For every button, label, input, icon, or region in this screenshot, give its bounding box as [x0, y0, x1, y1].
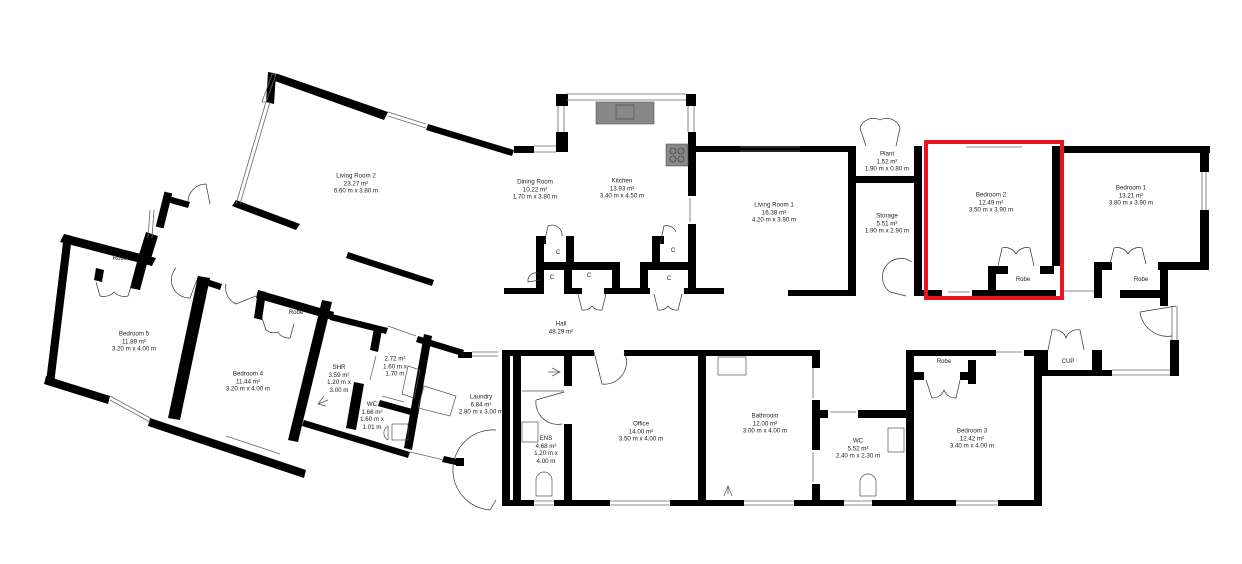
room-area: 6.84 m²	[470, 401, 492, 409]
room-dims: 1.20 m x	[534, 450, 558, 457]
room-name: Office	[632, 420, 650, 428]
room-area: 23.27 m²	[343, 180, 369, 188]
room-plant[interactable]: Plant 1.52 m² 1.90 m x 0.80 m	[865, 151, 909, 174]
room-area: 13.93 m²	[609, 185, 635, 193]
room-dims: 3.50 m x 3.90 m	[968, 206, 1014, 214]
room-area: 5.52 m²	[847, 445, 869, 453]
room-area: 14.00 m²	[628, 428, 654, 436]
closet-c-4: C	[670, 248, 676, 255]
closet-robe-bedroom-1: Robe	[1133, 277, 1149, 284]
closet-cup: CUP	[1061, 359, 1075, 366]
closet-c-3: C	[586, 273, 592, 280]
doors	[95, 117, 1177, 511]
room-area: 11.44 m²	[236, 378, 260, 386]
room-living-room-2[interactable]: Living Room 2 23.27 m² 6.60 m x 3.80 m	[334, 173, 378, 196]
room-area: 10.22 m²	[522, 186, 548, 194]
closet-robe-bedroom-4: Robe	[288, 310, 304, 317]
room-dims: 2.80 m x 3.00 m	[458, 408, 504, 416]
room-hall[interactable]: Hall 48.29 m²	[549, 320, 573, 335]
windows	[109, 73, 1207, 506]
room-dims: 1.60 m x	[383, 363, 407, 371]
room-dining-room[interactable]: Dining Room 10.22 m² 1.70 m x 3.80 m	[513, 179, 557, 202]
closet-c-2: C	[549, 275, 555, 282]
room-bedroom-5[interactable]: Bedroom 5 11.89 m² 3.20 m x 4.00 m	[112, 331, 156, 354]
room-dims-2: 1.70 m	[385, 370, 405, 378]
highlight-bedroom-2	[924, 140, 1064, 300]
room-dims-2: 3.00 m	[329, 386, 349, 394]
room-dims: 2.40 m x 2.30 m	[835, 452, 881, 460]
room-name: Bathroom	[751, 412, 779, 420]
room-dims-2: 1.01 m	[362, 423, 382, 431]
closet-robe-bedroom-5: Robe	[112, 256, 128, 263]
room-area: 3.59 m²	[328, 371, 350, 379]
room-area: 16.38 m²	[761, 209, 787, 217]
room-dims: 3.80 m x 3.90 m	[1108, 199, 1154, 207]
room-name: Living Room 1	[754, 201, 794, 209]
walls	[44, 72, 1210, 506]
room-dims: 1.20 m x	[327, 379, 351, 386]
room-laundry[interactable]: Laundry 6.84 m² 2.80 m x 3.00 m	[459, 394, 503, 417]
room-dims: 3.40 m x 4.50 m	[599, 192, 645, 200]
closet-robe-bedroom-3: Robe	[936, 359, 952, 366]
room-dims: 3.20 m x 4.00 m	[225, 385, 271, 393]
room-dims: 1.60 m x	[360, 416, 384, 423]
closet-robe-bedroom-2: Robe	[1015, 277, 1031, 284]
closet-c-5: C	[666, 276, 672, 283]
room-area: 2.72 m²	[384, 355, 406, 363]
room-name: Bedroom 2	[975, 191, 1007, 199]
room-dims: 1.70 m x 3.80 m	[512, 193, 558, 201]
room-bedroom-4[interactable]: Bedroom 4 11.44 m² 3.20 m x 4.00 m	[226, 371, 270, 394]
room-name: Bedroom 5	[118, 330, 150, 338]
room-area: 13.21 m²	[1118, 192, 1144, 200]
room-bedroom-2[interactable]: Bedroom 2 12.49 m² 3.50 m x 3.90 m	[969, 192, 1013, 215]
room-name: Hall	[555, 320, 567, 328]
room-dims: 6.60 m x 3.80 m	[333, 187, 379, 195]
room-dims: 3.50 m x 4.00 m	[618, 435, 664, 443]
room-area: 11.89 m²	[122, 338, 146, 346]
room-name: SHR	[332, 363, 346, 371]
room-area: 48.29 m²	[548, 328, 574, 335]
room-name: Plant	[879, 150, 895, 158]
fixtures	[317, 101, 905, 497]
room-area: 12.49 m²	[978, 199, 1004, 207]
room-bedroom-1[interactable]: Bedroom 1 13.21 m² 3.80 m x 3.90 m	[1109, 185, 1153, 208]
room-dims: 1.90 m x 2.90 m	[864, 227, 910, 235]
room-area: 4.68 m²	[535, 442, 557, 450]
room-dims: 4.20 m x 3.90 m	[751, 216, 797, 224]
room-wc-small[interactable]: WC 1.66 m² 1.60 m x 1.01 m	[360, 401, 384, 431]
room-area: 1.52 m²	[876, 158, 898, 166]
room-name: Storage	[876, 212, 898, 220]
room-dims: 3.40 m x 4.00 m	[949, 442, 995, 450]
room-name: Bedroom 3	[956, 427, 988, 435]
room-name: Kitchen	[611, 177, 633, 185]
room-living-room-1[interactable]: Living Room 1 16.38 m² 4.20 m x 3.90 m	[752, 202, 796, 225]
room-office[interactable]: Office 14.00 m² 3.50 m x 4.00 m	[619, 421, 663, 444]
room-name: Dining Room	[517, 178, 553, 186]
room-area: 12.00 m²	[752, 420, 778, 428]
room-name: Bedroom 4	[232, 370, 264, 378]
room-bathroom[interactable]: Bathroom 12.00 m² 3.00 m x 4.00 m	[743, 413, 787, 436]
room-area: 5.51 m²	[876, 220, 898, 228]
room-name: Bedroom 1	[1115, 184, 1147, 192]
room-name: Laundry	[469, 393, 493, 401]
room-dims: 3.20 m x 4.00 m	[111, 345, 157, 353]
room-bedroom-3[interactable]: Bedroom 3 12.42 m² 3.40 m x 4.00 m	[950, 428, 994, 451]
room-wc[interactable]: WC 5.52 m² 2.40 m x 2.30 m	[836, 438, 880, 461]
room-storage[interactable]: Storage 5.51 m² 1.90 m x 2.90 m	[865, 213, 909, 236]
room-dims: 3.00 m x 4.00 m	[742, 427, 788, 435]
room-area: 12.42 m²	[959, 435, 985, 443]
room-ens[interactable]: ENS 4.68 m² 1.20 m x 4.00 m	[534, 435, 558, 465]
room-area: 1.66 m²	[361, 408, 383, 416]
room-dims: 1.90 m x 0.80 m	[864, 165, 910, 173]
room-shr[interactable]: SHR 3.59 m² 1.20 m x 3.00 m	[327, 364, 351, 394]
room-name: ENS	[539, 434, 553, 442]
room-unnamed-272[interactable]: 2.72 m² 1.60 m x 1.70 m	[383, 356, 407, 379]
room-name: WC	[366, 400, 378, 408]
room-name: WC	[852, 437, 864, 445]
room-kitchen[interactable]: Kitchen 13.93 m² 3.40 m x 4.50 m	[600, 178, 644, 201]
room-name: Living Room 2	[336, 172, 376, 180]
room-dims-2: 4.00 m	[536, 457, 556, 465]
closet-c-1: C	[555, 250, 561, 257]
